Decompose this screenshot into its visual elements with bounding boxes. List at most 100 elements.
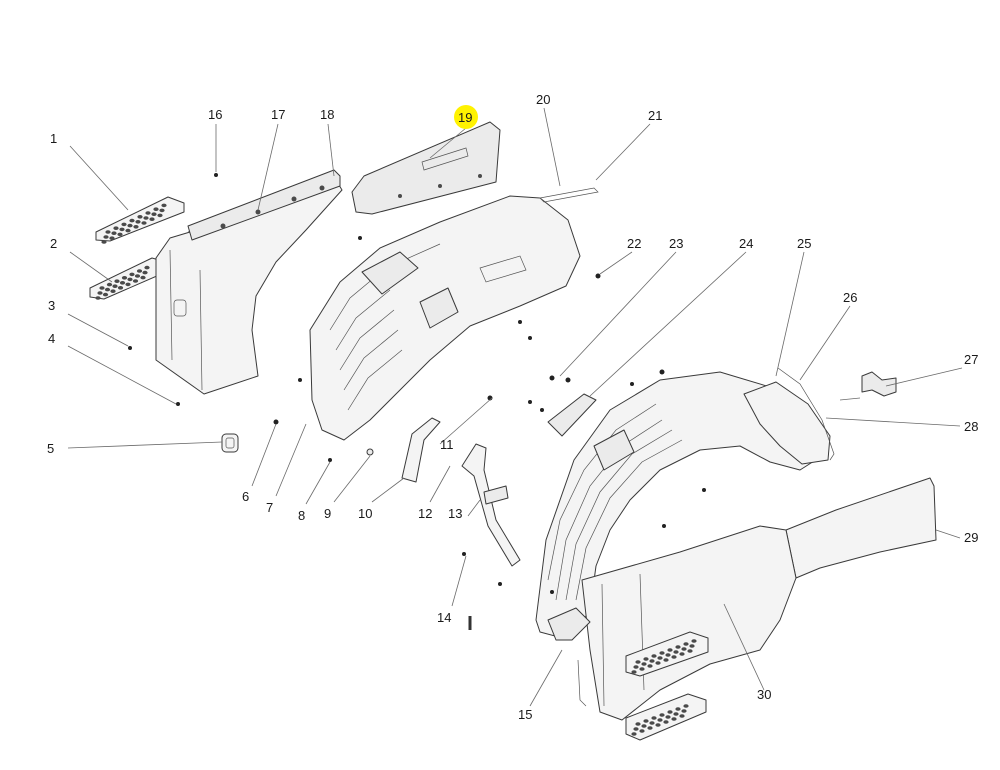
- side-panel-29: [785, 477, 937, 579]
- callout-17: 17: [271, 107, 285, 122]
- callout-3: 3: [48, 298, 55, 313]
- perforation-hole: [675, 645, 681, 649]
- perforation-hole: [106, 282, 113, 287]
- perforation-hole: [105, 230, 111, 234]
- callout-23: 23: [669, 236, 683, 251]
- perforation-hole: [133, 225, 139, 229]
- perforation-hole: [153, 207, 159, 211]
- perforation-hole: [136, 269, 143, 273]
- perforation-hole: [665, 653, 671, 657]
- perforation-hole: [657, 656, 663, 660]
- perforation-hole: [683, 704, 689, 708]
- perforation-hole: [639, 729, 645, 733]
- perforation-hole: [651, 716, 657, 720]
- perforation-hole: [673, 712, 679, 716]
- perforation-hole: [643, 657, 649, 661]
- perforation-hole: [667, 710, 673, 714]
- callout-26: 26: [843, 290, 857, 305]
- callout-30: 30: [757, 687, 771, 702]
- perforation-hole: [112, 284, 118, 289]
- callout-18: 18: [320, 107, 334, 122]
- perforation-hole: [101, 240, 107, 244]
- perforation-hole: [673, 650, 679, 654]
- perforation-hole: [103, 235, 109, 239]
- perforation-hole: [141, 221, 147, 225]
- perforation-hole: [647, 664, 653, 668]
- callout-14: 14: [437, 610, 451, 625]
- callout-12: 12: [418, 506, 432, 521]
- support-rod: [539, 187, 599, 203]
- perforation-hole: [109, 236, 115, 240]
- perforation-hole: [649, 721, 655, 725]
- plate-24: [547, 393, 597, 437]
- perforation-hole: [643, 719, 649, 723]
- perforation-hole: [149, 217, 155, 221]
- perforation-hole: [683, 642, 689, 646]
- callout-21: 21: [648, 108, 662, 123]
- perforation-hole: [691, 639, 697, 643]
- strap-13: [461, 443, 521, 567]
- perforation-hole: [95, 296, 101, 300]
- perforation-hole: [97, 291, 103, 295]
- callout-20: 20: [536, 92, 550, 107]
- perforation-hole: [633, 727, 639, 731]
- perforation-hole: [667, 648, 673, 652]
- perforation-hole: [119, 281, 126, 285]
- callout-highlight: [454, 105, 478, 129]
- perforation-hole: [679, 652, 685, 656]
- callout-25: 25: [797, 236, 811, 251]
- perforation-hole: [633, 665, 639, 669]
- callout-24: 24: [739, 236, 753, 251]
- step-plate-lower-right-upper: [625, 631, 709, 677]
- callout-labels: 1 2 3 4 5 6 7 8 9 10 11 12 13 14 15 16 1…: [47, 92, 978, 722]
- perforation-hole: [657, 718, 663, 722]
- perforation-hole: [647, 726, 653, 730]
- perforation-hole: [117, 286, 124, 290]
- callout-13: 13: [448, 506, 462, 521]
- callout-5: 5: [47, 441, 54, 456]
- perforation-hole: [631, 670, 637, 674]
- perforation-hole: [675, 707, 681, 711]
- perforation-hole: [104, 287, 111, 292]
- perforation-hole: [127, 223, 133, 228]
- perforation-hole: [140, 275, 146, 280]
- perforation-hole: [129, 272, 135, 277]
- perforation-hole: [151, 212, 157, 216]
- perforation-hole: [655, 661, 661, 665]
- callout-10: 10: [358, 506, 372, 521]
- support-15: [547, 607, 591, 707]
- perforation-hole: [631, 732, 637, 736]
- step-plate-upper-left: [95, 196, 185, 244]
- perforation-hole: [681, 647, 687, 651]
- perforation-hole: [665, 715, 671, 719]
- perforation-hole: [681, 709, 687, 713]
- bracket-strip-19: [351, 121, 501, 215]
- perforation-hole: [137, 215, 143, 219]
- perforation-hole: [142, 270, 148, 275]
- perforation-hole: [659, 651, 665, 655]
- perforation-hole: [659, 713, 665, 717]
- perforation-hole: [651, 654, 657, 658]
- perforation-hole: [635, 722, 641, 726]
- perforation-hole: [132, 279, 139, 283]
- perforation-hole: [121, 276, 128, 280]
- perforation-hole: [159, 208, 165, 213]
- callout-2: 2: [50, 236, 57, 251]
- bracket-10: [401, 417, 441, 483]
- bracket-27: [861, 371, 897, 397]
- callout-9: 9: [324, 506, 331, 521]
- perforation-hole: [635, 660, 641, 664]
- step-plate-lower-right: [625, 693, 707, 741]
- fasteners-right: [498, 369, 706, 594]
- perforation-hole: [135, 220, 141, 224]
- perforation-hole: [145, 211, 151, 215]
- perforation-hole: [157, 213, 163, 218]
- perforation-hole: [639, 667, 645, 671]
- perforation-hole: [144, 265, 150, 270]
- callout-16: 16: [208, 107, 222, 122]
- perforation-hole: [113, 226, 119, 230]
- perforation-hole: [161, 203, 167, 208]
- perforation-hole: [127, 277, 133, 282]
